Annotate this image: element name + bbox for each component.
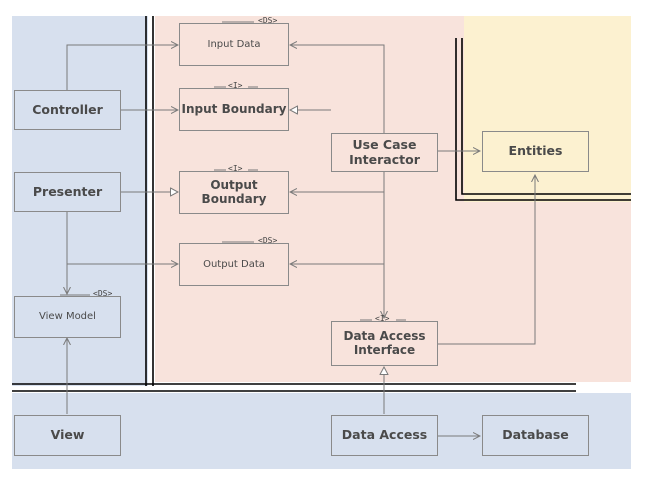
database-box: Database [482,415,589,456]
data-access-interface-box: Data Access Interface [331,321,438,366]
input-boundary-box: Input Boundary [179,88,289,131]
presenter-box: Presenter [14,172,121,212]
output-boundary-box: Output Boundary [179,171,289,214]
stereotype-i-input-boundary: <I> [228,81,243,90]
view-model-box: View Model [14,296,121,338]
controller-box: Controller [14,90,121,130]
stereotype-ds-input-data: <DS> [258,16,278,25]
data-access-box: Data Access [331,415,438,456]
stereotype-i-data-access-interface: <I> [375,314,390,323]
output-data-box: Output Data [179,243,289,286]
view-box: View [14,415,121,456]
entities-box: Entities [482,131,589,172]
use-case-interactor-box: Use Case Interactor [331,133,438,172]
stereotype-ds-view-model: <DS> [93,289,113,298]
stereotype-i-output-boundary: <I> [228,164,243,173]
input-data-box: Input Data [179,23,289,66]
stereotype-ds-output-data: <DS> [258,236,278,245]
